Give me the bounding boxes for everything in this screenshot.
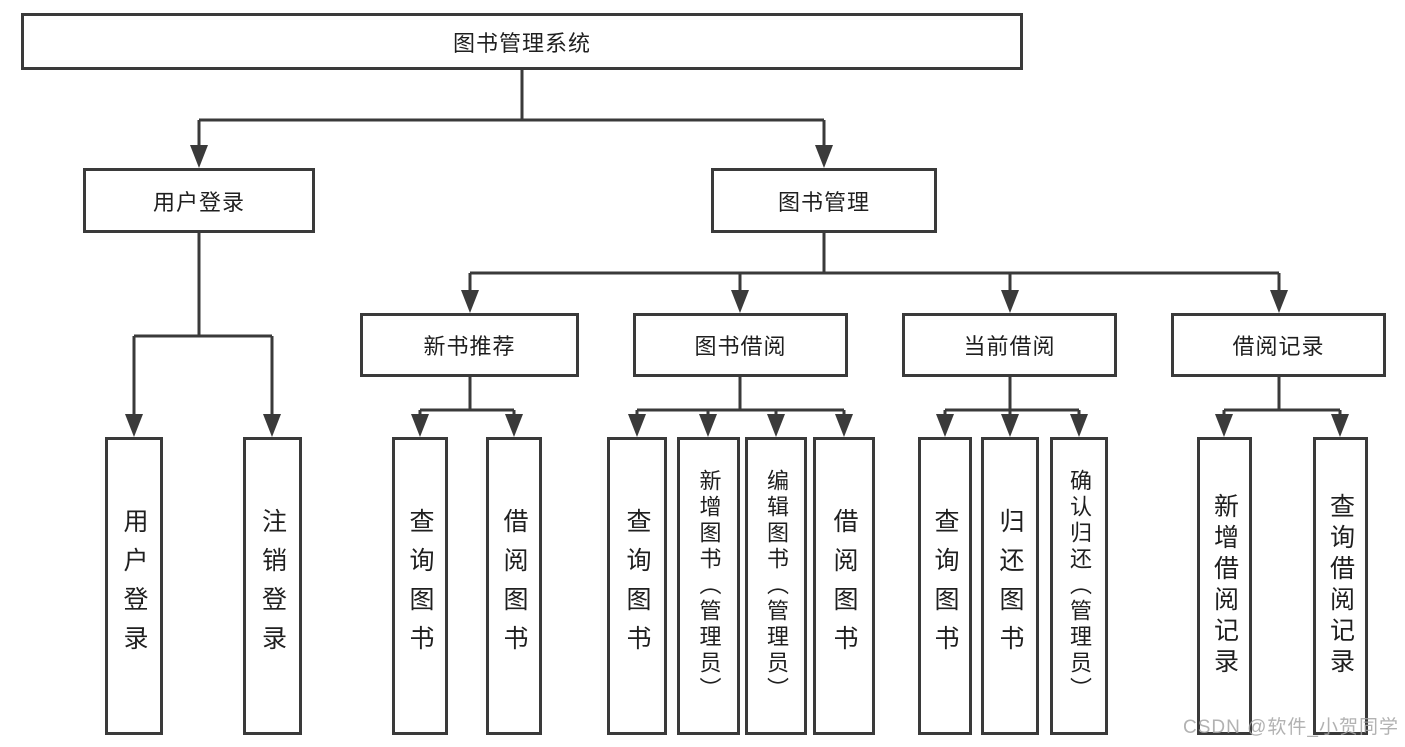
node-book-borrowing: 图书借阅 xyxy=(633,313,848,377)
leaf-query-books-2: 查询图书 xyxy=(607,437,667,735)
node-label: 新增图书（管理员） xyxy=(696,469,722,703)
node-label: 归还图书 xyxy=(996,508,1024,664)
leaf-borrow-books-1: 借阅图书 xyxy=(486,437,542,735)
leaf-add-borrow-record: 新增借阅记录 xyxy=(1197,437,1252,735)
node-label: 新增借阅记录 xyxy=(1210,493,1239,679)
node-label: 借阅图书 xyxy=(500,508,528,664)
node-label: 查询图书 xyxy=(931,508,959,664)
node-label: 图书管理 xyxy=(777,189,870,215)
leaf-edit-book-admin: 编辑图书（管理员） xyxy=(745,437,807,735)
node-new-book-recommend: 新书推荐 xyxy=(360,313,579,377)
node-label: 查询借阅记录 xyxy=(1326,493,1355,679)
node-label: 用户登录 xyxy=(120,508,148,664)
node-label: 编辑图书（管理员） xyxy=(764,469,789,703)
node-user-login: 用户登录 xyxy=(83,168,315,233)
leaf-logout: 注销登录 xyxy=(243,437,302,735)
csdn-watermark: CSDN @软件_小贺同学 xyxy=(1183,717,1399,738)
node-label: 借阅记录 xyxy=(1232,334,1325,359)
leaf-return-book: 归还图书 xyxy=(981,437,1039,735)
leaf-borrow-books-2: 借阅图书 xyxy=(813,437,875,735)
node-label: 图书管理系统 xyxy=(452,30,591,56)
leaf-query-books-3: 查询图书 xyxy=(918,437,972,735)
node-current-borrowing: 当前借阅 xyxy=(902,313,1117,377)
leaf-add-book-admin: 新增图书（管理员） xyxy=(677,437,740,735)
node-label: 查询图书 xyxy=(623,508,651,664)
node-label: 确认归还（管理员） xyxy=(1067,469,1092,703)
leaf-query-borrow-record: 查询借阅记录 xyxy=(1313,437,1368,735)
node-book-management: 图书管理 xyxy=(711,168,937,233)
node-label: 图书借阅 xyxy=(694,334,787,359)
node-label: 查询图书 xyxy=(406,508,434,664)
node-label: 借阅图书 xyxy=(830,508,858,664)
node-label: 注销登录 xyxy=(258,508,287,664)
leaf-query-books-1: 查询图书 xyxy=(392,437,448,735)
node-borrow-records: 借阅记录 xyxy=(1171,313,1386,377)
leaf-user-login: 用户登录 xyxy=(105,437,163,735)
node-system-root: 图书管理系统 xyxy=(21,13,1023,70)
node-label: 新书推荐 xyxy=(423,334,516,359)
node-label: 用户登录 xyxy=(152,189,245,215)
leaf-confirm-return-admin: 确认归还（管理员） xyxy=(1050,437,1108,735)
node-label: 当前借阅 xyxy=(963,334,1056,359)
